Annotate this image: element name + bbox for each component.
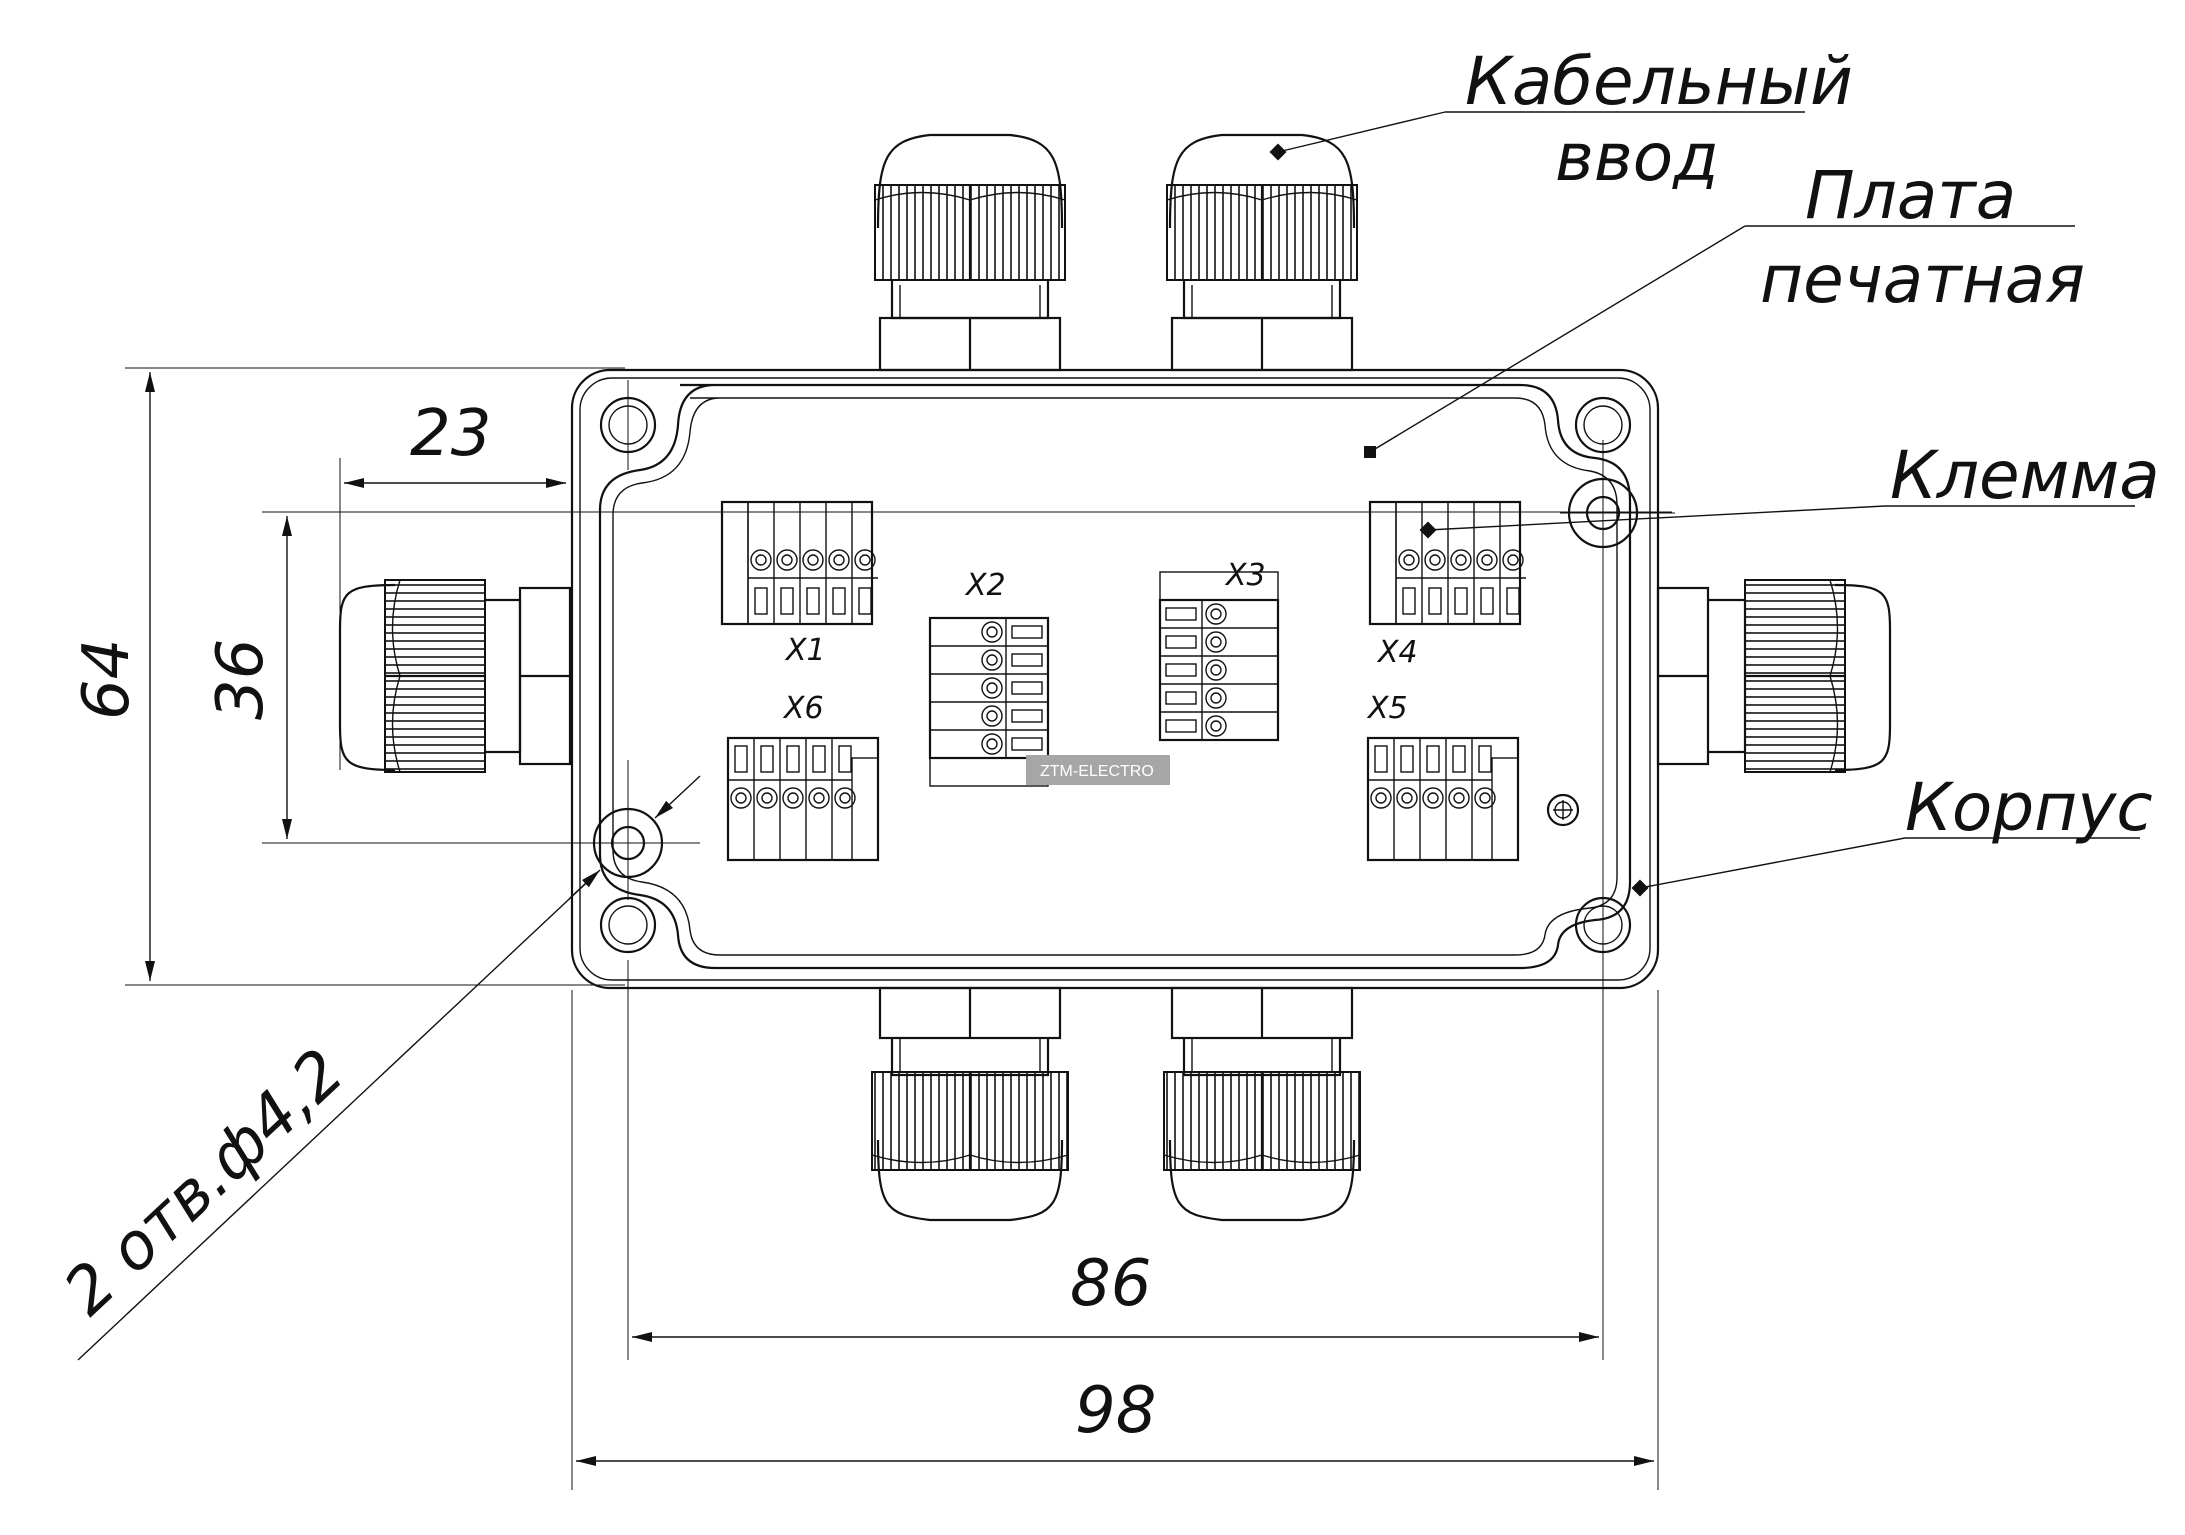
dimension-holes-value: 2 отв.ф4,2 — [50, 1035, 358, 1329]
watermark: ZTM-ELECTRO — [1026, 755, 1170, 785]
cable-gland-bottom-right — [1162, 986, 1362, 1222]
cable-gland-bottom-left — [870, 986, 1070, 1222]
dimension-36-value: 36 — [204, 639, 278, 720]
terminal-x6 — [726, 736, 880, 862]
terminal-label-x1: X1 — [784, 633, 826, 668]
terminal-x3 — [1158, 570, 1280, 742]
cable-gland-top-right — [1165, 133, 1359, 372]
dimension-offset-23: 23 — [339, 397, 566, 770]
terminal-label-x6: X6 — [782, 691, 824, 726]
cable-gland-top-left — [873, 133, 1067, 372]
cable-gland-right — [1656, 578, 1892, 774]
dimension-width-98: 98 — [571, 990, 1659, 1490]
cable-gland-left — [338, 578, 572, 774]
dimension-86-value: 86 — [1070, 1247, 1151, 1321]
terminal-x4 — [1368, 500, 1528, 626]
callout-pcb: Плата печатная — [1364, 157, 2085, 458]
callout-cable-entry-line2: ввод — [1555, 119, 1719, 196]
callout-cable-entry-line1: Кабельный — [1465, 43, 1853, 120]
housing — [570, 368, 1675, 1000]
callout-housing: Корпус — [1631, 769, 2153, 897]
callout-terminal: Клемма — [1419, 437, 2160, 539]
callout-terminal-text: Клемма — [1890, 437, 2160, 514]
terminal-label-x5: X5 — [1366, 691, 1408, 726]
dimension-98-value: 98 — [1075, 1374, 1156, 1448]
callout-pcb-line2: печатная — [1760, 241, 2085, 318]
terminal-label-x2: X2 — [964, 568, 1006, 603]
callout-pcb-line1: Плата — [1805, 157, 2016, 234]
dimension-height-36: 36 — [204, 511, 1672, 844]
dimension-holes: 2 отв.ф4,2 — [50, 775, 701, 1361]
watermark-text: ZTM-ELECTRO — [1040, 763, 1154, 780]
callout-housing-text: Корпус — [1905, 769, 2153, 846]
dimension-width-86: 86 — [627, 960, 1604, 1360]
dimension-23-value: 23 — [410, 397, 491, 471]
dimension-64-value: 64 — [70, 639, 144, 720]
terminal-label-x4: X4 — [1376, 635, 1418, 670]
terminal-x1 — [720, 500, 880, 626]
callout-cable-entry: Кабельный ввод — [1269, 43, 1853, 196]
terminal-x5 — [1366, 736, 1520, 862]
dimension-height-64: 64 — [70, 367, 625, 986]
terminal-label-x3: X3 — [1224, 558, 1266, 593]
